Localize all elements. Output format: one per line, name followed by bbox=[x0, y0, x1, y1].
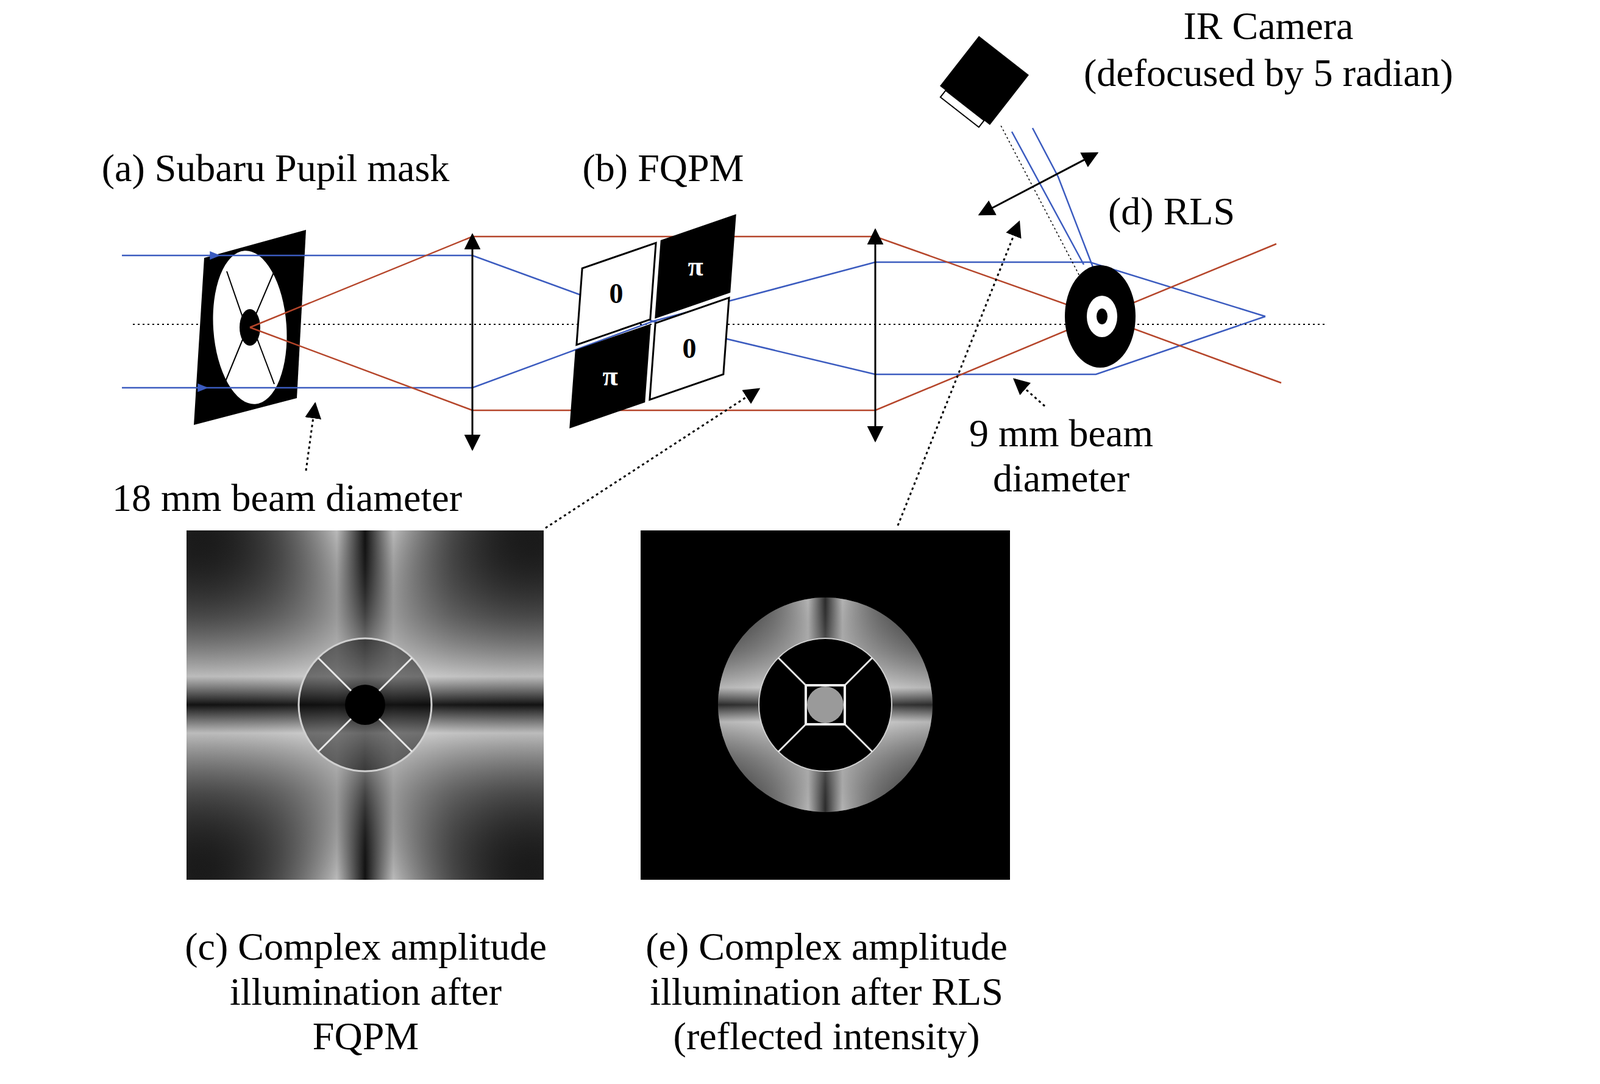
part-label: (b) FQPM bbox=[582, 145, 745, 191]
ir-camera bbox=[934, 35, 1029, 132]
part-label: (d) RLS bbox=[1108, 188, 1235, 235]
phase-label: π bbox=[652, 252, 739, 281]
part-label: (a) Subaru Pupil mask bbox=[101, 145, 450, 191]
dimension-label: 18 mm beam diameter bbox=[112, 475, 463, 521]
figure-caption: (c) Complex amplitude illumination after… bbox=[175, 924, 556, 1059]
lens bbox=[874, 229, 877, 441]
phase-label: 0 bbox=[646, 334, 733, 363]
fqpm-illumination-image bbox=[186, 527, 544, 882]
reflective-lyot-stop bbox=[1064, 265, 1136, 368]
dimension-label: 9 mm beam diameter bbox=[957, 410, 1165, 501]
phase-label: π bbox=[567, 362, 653, 391]
optical-axis bbox=[132, 323, 1327, 325]
camera-note: (defocused by 5 radian) bbox=[1083, 50, 1454, 96]
camera-label: IR Camera bbox=[1183, 3, 1354, 49]
lens bbox=[471, 234, 474, 450]
red-rays bbox=[249, 236, 1282, 411]
fqpm-quadrant: 0 bbox=[646, 293, 733, 404]
camera-lens bbox=[979, 152, 1098, 215]
rls-illumination-image bbox=[640, 530, 1010, 880]
figure-caption: (e) Complex amplitude illumination after… bbox=[636, 924, 1017, 1059]
fqpm-quadrant: π bbox=[567, 321, 653, 431]
phase-label: 0 bbox=[573, 279, 659, 308]
